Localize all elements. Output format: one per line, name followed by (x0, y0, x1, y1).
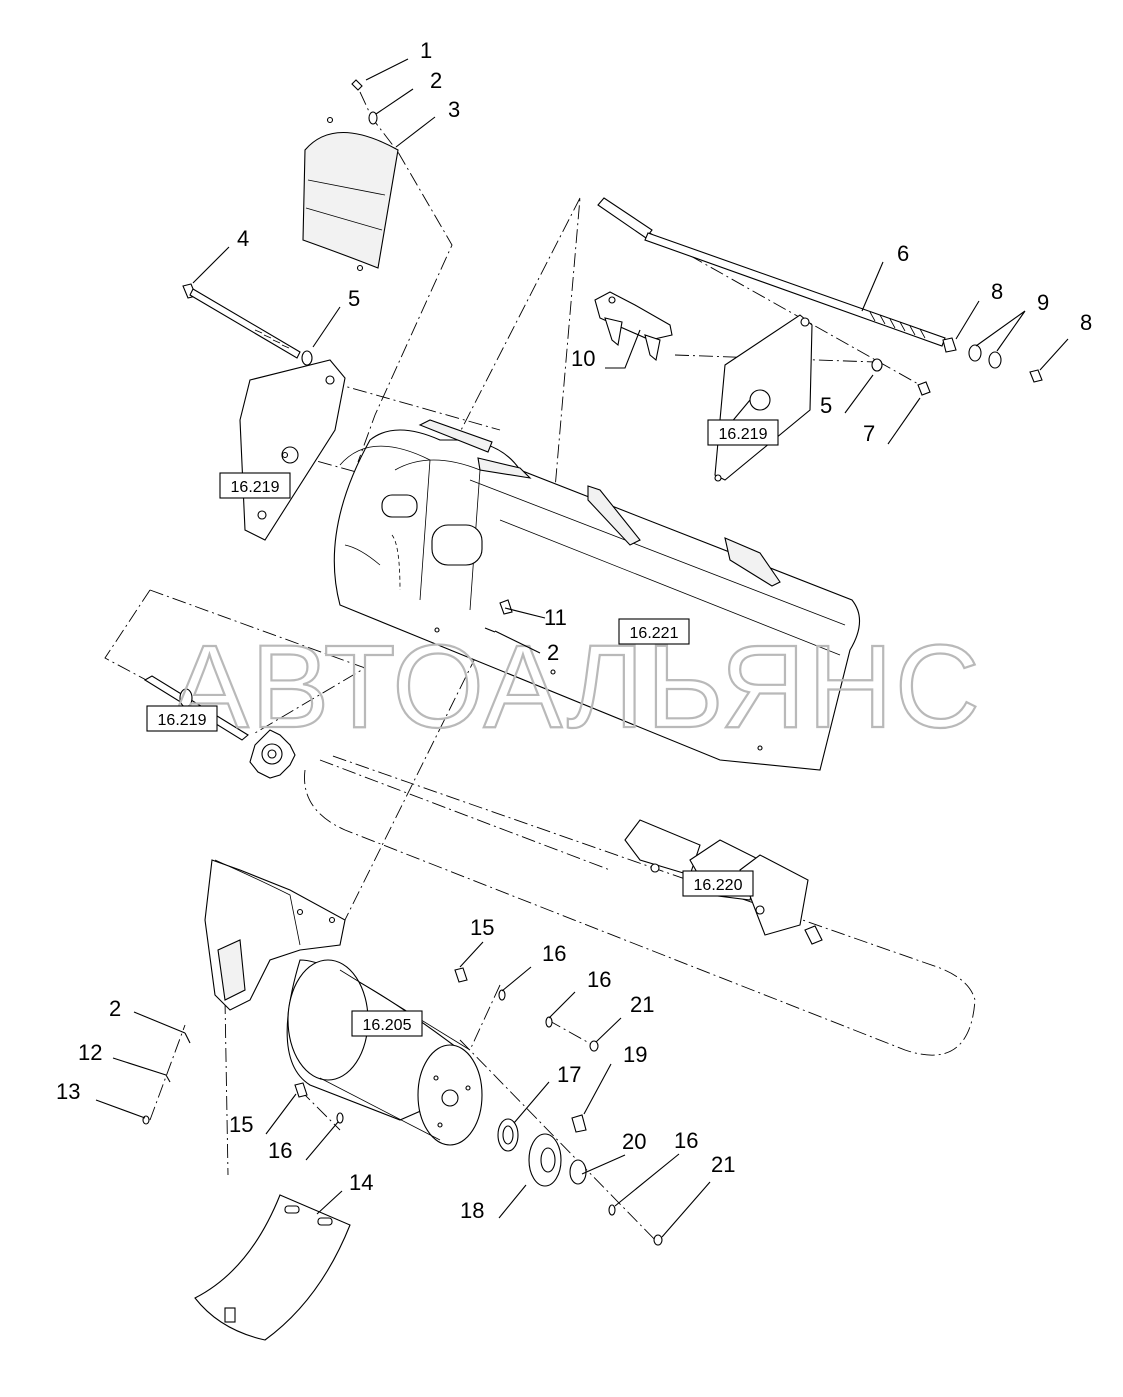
callout-8: 8 (991, 279, 1003, 304)
reference-label: 16.220 (694, 877, 743, 894)
washer-part-5-right (871, 358, 883, 372)
callout-6: 6 (897, 241, 909, 266)
washer-part-2-low (184, 1032, 191, 1044)
reference-box: 16.220 (682, 870, 754, 897)
callout-16: 16 (542, 941, 566, 966)
washer-part-5-left (301, 350, 313, 366)
callout-16: 16 (268, 1138, 292, 1163)
pin-part-12 (165, 1074, 171, 1083)
callout-18: 18 (460, 1198, 484, 1223)
callout-15: 15 (470, 915, 494, 940)
left-side-plate (239, 359, 346, 541)
reference-label: 16.205 (363, 1017, 412, 1034)
long-bolt-part (182, 283, 301, 359)
callout-11: 11 (544, 605, 567, 630)
reference-box: 16.219 (146, 705, 218, 732)
chute-housing-part (204, 859, 346, 1011)
reference-box: 16.221 (618, 618, 690, 645)
collar-part-20 (569, 1159, 587, 1185)
callout-4: 4 (237, 226, 249, 251)
callout-3: 3 (448, 97, 460, 122)
washer-part-16-d (608, 1204, 616, 1216)
reference-label: 16.219 (719, 426, 768, 443)
tie-rod-part (597, 197, 946, 347)
bolt-part-15-top (454, 967, 468, 983)
bracket-part-10 (594, 291, 673, 362)
nut-part-8-b (1029, 369, 1043, 383)
callout-10: 10 (571, 346, 595, 371)
callout-2: 2 (430, 68, 442, 93)
washer-part-16-c (336, 1112, 344, 1124)
callout-1: 1 (420, 38, 432, 63)
drum-part (286, 959, 483, 1146)
washer-part-16-a (498, 989, 506, 1001)
callout-17: 17 (557, 1062, 581, 1087)
top-cover-part (302, 116, 399, 272)
main-housing-part (333, 419, 861, 771)
reference-box: 16.219 (707, 419, 779, 446)
callout-20: 20 (622, 1129, 646, 1154)
watermark-text: АВТОАЛЬЯНС (170, 621, 982, 753)
callout-2: 2 (547, 640, 559, 665)
grease-fitting-part-19 (571, 1114, 587, 1133)
leader-lines (95, 58, 1069, 1238)
callout-12: 12 (78, 1040, 102, 1065)
washers-part-9 (968, 344, 1002, 369)
callout-7: 7 (863, 421, 875, 446)
callout-numbers: 1 2 3 4 5 6 8 9 8 10 5 7 11 2 15 16 16 2… (56, 38, 1092, 1223)
bearing-part-17 (497, 1118, 519, 1152)
callout-5: 5 (348, 286, 360, 311)
callout-5: 5 (820, 393, 832, 418)
washer-part-2 (368, 111, 378, 125)
nut-part-7 (917, 381, 931, 396)
bolt-part-11 (499, 599, 513, 615)
right-side-plate (714, 314, 813, 482)
reference-boxes: 16.219 16.219 16.221 16.219 16.220 16.20… (146, 419, 779, 1037)
callout-16: 16 (587, 967, 611, 992)
flange-part-18 (528, 1133, 562, 1187)
reference-label: 16.219 (158, 712, 207, 729)
callout-2: 2 (109, 996, 121, 1021)
reference-box: 16.205 (351, 1010, 423, 1037)
callout-21: 21 (630, 992, 654, 1017)
callout-21: 21 (711, 1152, 735, 1177)
screw-part-1 (351, 79, 363, 91)
conveyor-bracket-assembly (624, 819, 823, 945)
reference-label: 16.219 (231, 479, 280, 496)
bolt-part-15-bottom (294, 1082, 308, 1098)
nut-part-21-b (653, 1234, 663, 1246)
washer-part-2-mid (484, 627, 496, 633)
reference-label: 16.221 (630, 625, 679, 642)
callout-8: 8 (1080, 310, 1092, 335)
callout-9: 9 (1037, 290, 1049, 315)
washer-part-16-b (545, 1016, 553, 1028)
callout-14: 14 (349, 1170, 373, 1195)
callout-15: 15 (229, 1112, 253, 1137)
reference-box: 16.219 (219, 472, 291, 499)
callout-19: 19 (623, 1042, 647, 1067)
callout-13: 13 (56, 1079, 80, 1104)
nut-part-21-a (589, 1040, 599, 1052)
nut-part-8-a (942, 337, 957, 353)
callout-16: 16 (674, 1128, 698, 1153)
bottom-shield-part (194, 1194, 351, 1341)
